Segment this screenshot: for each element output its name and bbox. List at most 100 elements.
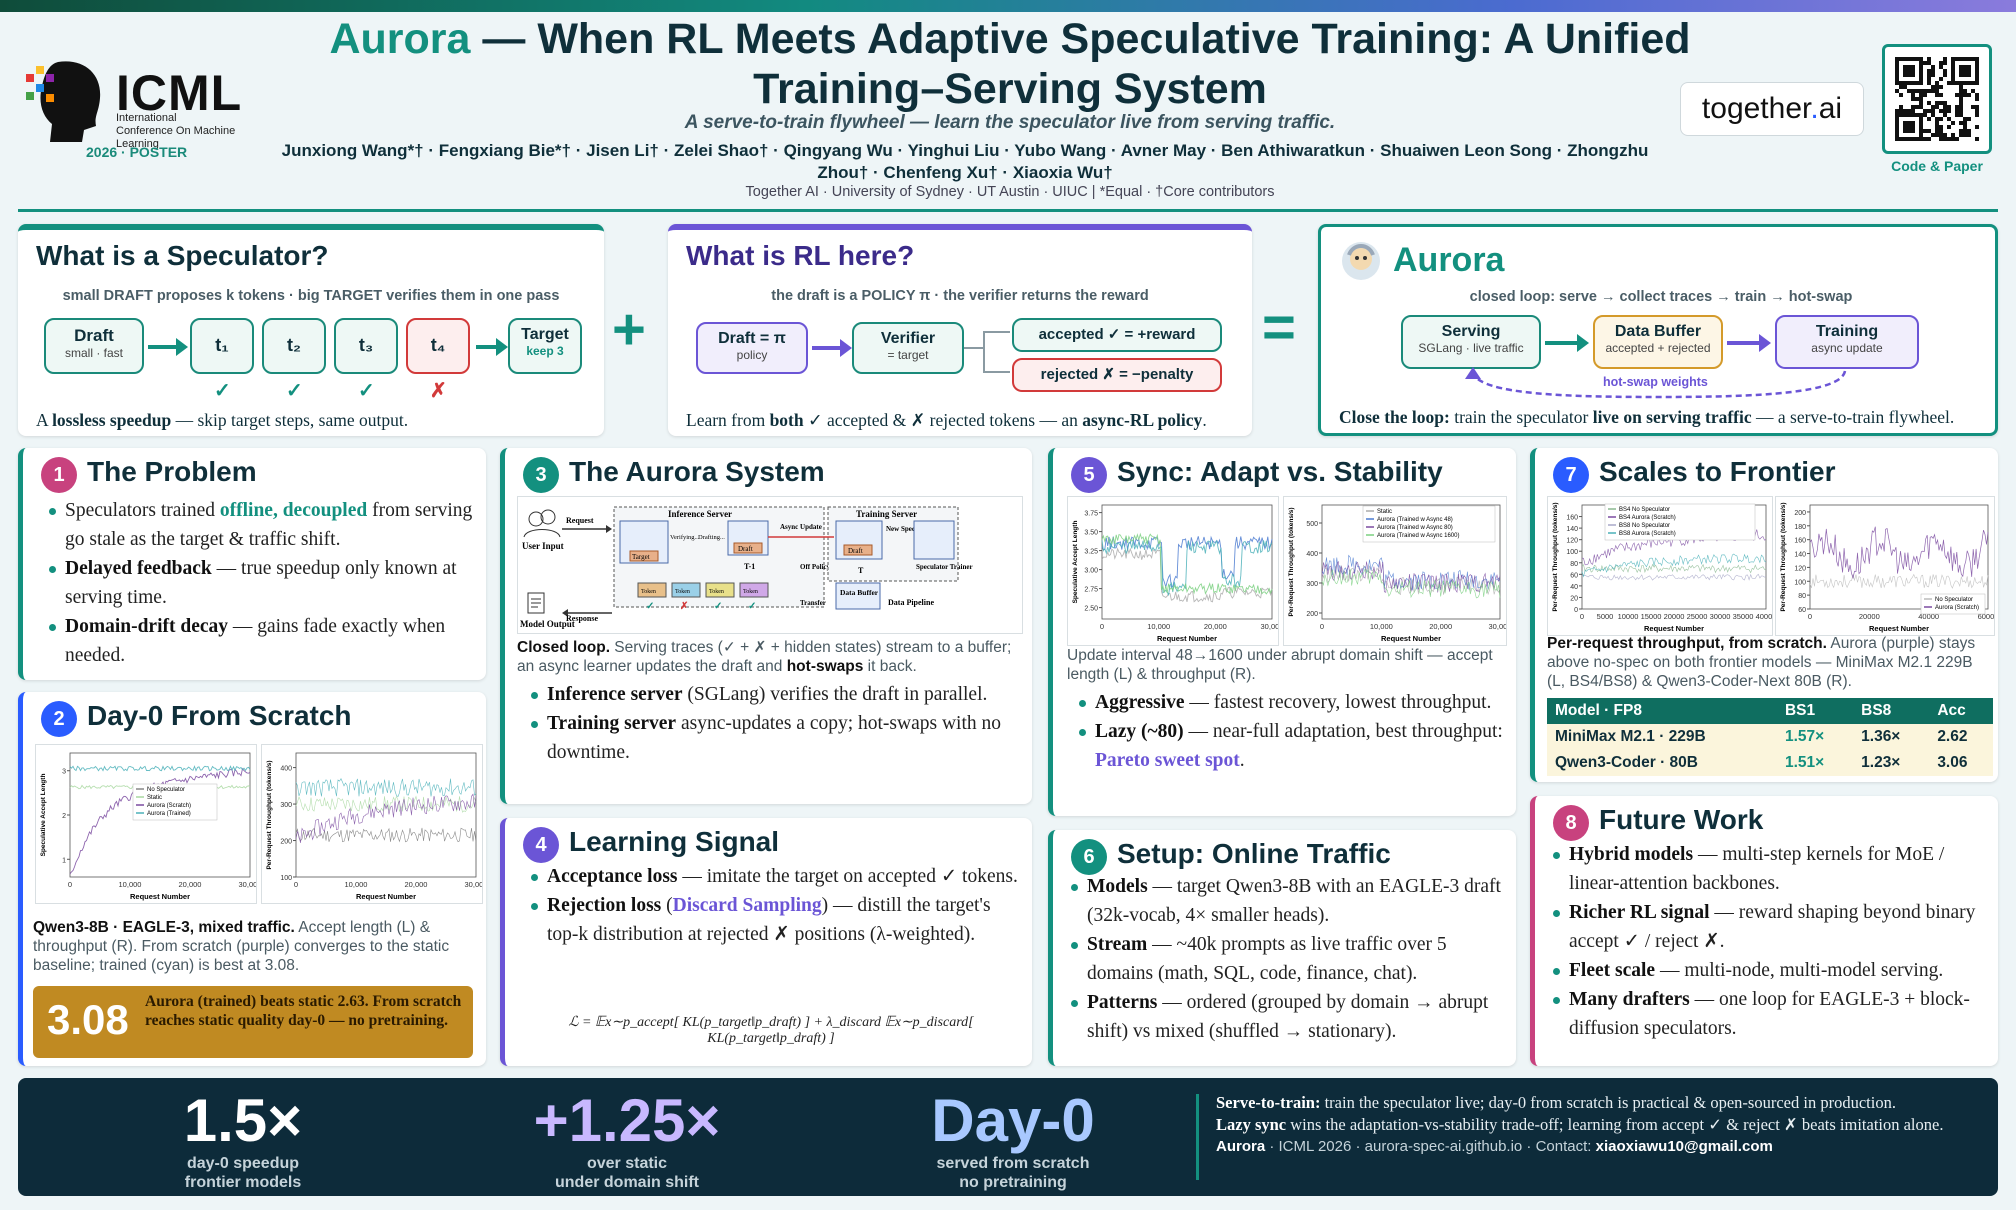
qr-module — [1939, 125, 1943, 129]
qr-module — [1927, 109, 1931, 113]
qr-module — [1955, 81, 1959, 85]
qr-module — [1919, 81, 1923, 85]
section-title: Setup: Online Traffic — [1117, 838, 1391, 869]
y-tick-label: 120 — [1794, 565, 1806, 572]
y-tick-label: 160 — [1566, 515, 1578, 522]
qr-module — [1935, 81, 1939, 85]
y-tick-label: 100 — [1566, 549, 1578, 556]
qr-module — [1899, 109, 1903, 113]
list-item: Richer RL signal — reward shaping beyond… — [1551, 898, 1995, 956]
legend-label: Aurora (Trained) — [147, 811, 191, 817]
policy-arrow — [812, 339, 852, 357]
qr-module — [1975, 81, 1979, 85]
legend-label: Aurora (Scratch) — [1935, 605, 1979, 611]
qr-module — [1899, 105, 1903, 109]
verifier-box: Verifier= target — [852, 322, 964, 374]
contact-email[interactable]: xiaoxiawu10@gmail.com — [1595, 1138, 1773, 1155]
transfer-label: Transfer — [800, 599, 826, 607]
qr-module — [1911, 69, 1915, 73]
x-tick-label: 10,000 — [345, 880, 368, 889]
qr-module — [1915, 137, 1919, 141]
legend-label: No Speculator — [1935, 597, 1973, 603]
y-tick-label: 2 — [62, 813, 66, 820]
callout-box: 3.08 Aurora (trained) beats static 2.63.… — [33, 986, 473, 1058]
legend-label: Aurora (Scratch) — [147, 803, 191, 809]
y-tick-label: 60 — [1570, 572, 1578, 579]
y-tick-label: 80 — [1798, 593, 1806, 600]
off-policy-label: Off Policy — [800, 563, 831, 571]
data-pipeline-label: Data Pipeline — [888, 598, 934, 607]
y-tick-label: 300 — [1306, 581, 1318, 588]
y-tick-label: 140 — [1794, 552, 1806, 559]
series-line — [295, 778, 477, 797]
y-axis-label: Per-Request Throughput (tokens/s) — [266, 760, 273, 869]
qwen-coder-throughput-plot: 60801001201401601802000200004000060000Re… — [1780, 502, 1994, 633]
qr-module — [1951, 65, 1955, 69]
qr-module — [1919, 125, 1923, 129]
qr-module — [1959, 65, 1963, 69]
section-number: 3 — [523, 457, 559, 493]
section-number: 2 — [41, 701, 77, 737]
accepted-reward-box: accepted ✓ = +reward — [1012, 318, 1222, 352]
panel-footer: Close the loop: train the speculator liv… — [1339, 407, 1955, 427]
plus-sign: + — [612, 297, 646, 362]
qr-module — [1967, 69, 1971, 73]
y-tick-label: 400 — [1306, 551, 1318, 558]
y-axis-label: Speculative Accept Length — [1072, 521, 1079, 604]
qr-module — [1959, 101, 1963, 105]
panel-title: What is a Speculator? — [36, 240, 329, 271]
poster-tag: 2026 · POSTER — [86, 144, 188, 160]
qr-module — [1931, 89, 1935, 93]
qr-caption: Code & Paper — [1891, 158, 1983, 174]
y-tick-label: 1 — [62, 857, 66, 864]
draft-tag: Draft — [738, 545, 753, 553]
qr-module — [1963, 125, 1967, 129]
qr-module — [1975, 113, 1979, 117]
qr-module — [1959, 93, 1963, 97]
token-chip-label: Token — [709, 589, 724, 595]
figure-caption: Closed loop. Serving traces (✓ + ✗ + hid… — [517, 639, 1012, 675]
token-chip — [671, 582, 701, 598]
qr-module — [1943, 109, 1947, 113]
target-tag: Target — [632, 553, 650, 561]
qr-code[interactable] — [1882, 44, 1992, 154]
panel-footer: A lossless speedup — skip target steps, … — [36, 410, 409, 430]
qr-module — [1943, 133, 1947, 137]
title-accent: Aurora — [329, 15, 471, 63]
y-tick-label: 3.25 — [1084, 549, 1098, 556]
x-tick-label: 0 — [68, 880, 72, 889]
qr-module — [1911, 129, 1915, 133]
document-icon — [527, 592, 545, 614]
y-tick-label: 500 — [1306, 521, 1318, 528]
data-buffer-label: Data Buffer — [840, 588, 879, 597]
qr-module — [1927, 117, 1931, 121]
branch-lines — [964, 331, 1010, 373]
qr-module — [1907, 121, 1911, 125]
qr-module — [1935, 93, 1939, 97]
section-title: Future Work — [1599, 804, 1764, 835]
qr-module — [1955, 93, 1959, 97]
qr-module — [1907, 57, 1911, 61]
qr-module — [1947, 81, 1951, 85]
icml-logo: ICML International Conference On Machine… — [24, 56, 254, 166]
qr-module — [1935, 125, 1939, 129]
together-ai-logo[interactable]: together.ai — [1680, 82, 1864, 136]
qr-module — [1919, 117, 1923, 121]
t-minus-1-label: T-1 — [744, 562, 755, 571]
y-tick-label: 40 — [1570, 584, 1578, 591]
qr-module — [1927, 89, 1931, 93]
qr-module — [1959, 133, 1963, 137]
future-list: Hybrid models — multi-step kernels for M… — [1551, 840, 1995, 1043]
qr-module — [1967, 81, 1971, 85]
section-title: Learning Signal — [569, 826, 780, 857]
qr-module — [1923, 137, 1927, 141]
list-item: Domain-drift decay — gains fade exactly … — [47, 612, 477, 670]
series-line — [1809, 573, 1989, 589]
qr-module — [1903, 73, 1907, 77]
